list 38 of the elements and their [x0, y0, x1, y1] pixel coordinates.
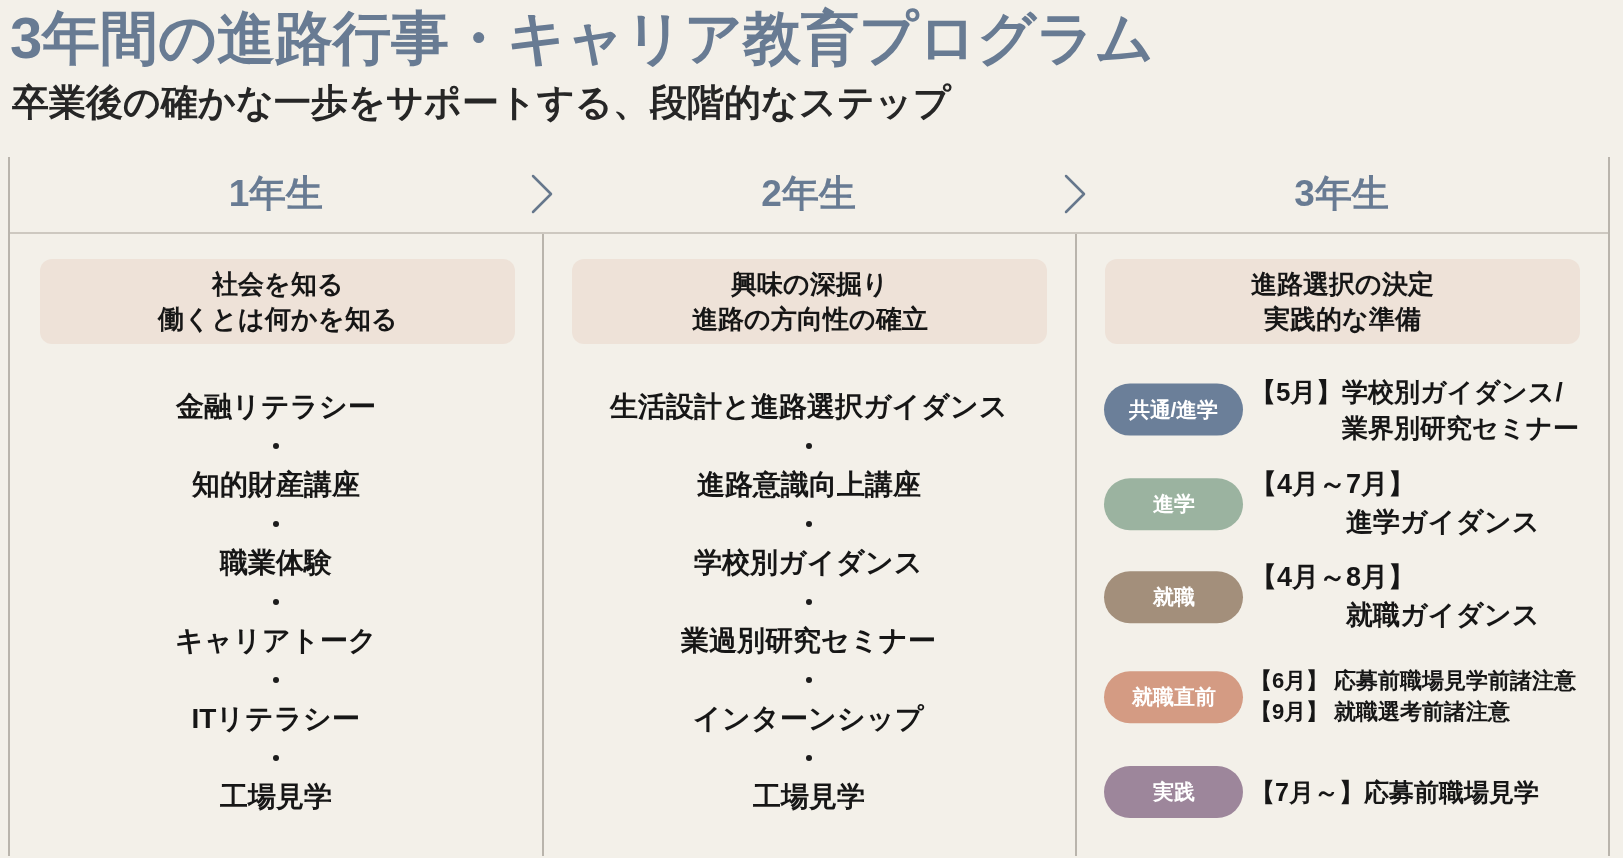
schedule-text: 【4月～8月】就職ガイダンス — [1250, 561, 1541, 632]
year-column — [8, 157, 542, 856]
year-column — [1075, 157, 1610, 856]
page-title: 3年間の進路行事・キャリア教育プログラム — [10, 6, 1155, 70]
theme-text: 働くとは何かを知る — [157, 302, 398, 336]
theme-text: 進路の方向性の確立 — [691, 302, 928, 336]
schedule-text: 【9月】 就職選考前諸注意 — [1250, 698, 1511, 726]
year-heading: 2年生 — [761, 172, 856, 216]
chevron-arrow — [531, 174, 553, 214]
theme-text: 実践的な準備 — [1264, 302, 1421, 336]
theme-text: 進路選択の決定 — [1251, 267, 1434, 301]
schedule-text: 【6月】 応募前職場見学前諸注意 — [1250, 667, 1577, 696]
program-item: 業過別研究セミナー — [681, 623, 936, 658]
year-heading: 1年生 — [228, 172, 324, 216]
program-item: 金融リテラシー — [176, 389, 376, 424]
program-item: 進路意識向上講座 — [696, 467, 921, 502]
category-tag: 就職 — [1104, 571, 1243, 623]
schedule-text: 【4月～7月】進学ガイダンス — [1250, 468, 1541, 539]
chevron-arrow — [1064, 174, 1086, 214]
program-item: 職業体験 — [220, 545, 332, 580]
category-tag: 実践 — [1104, 766, 1243, 818]
program-item: インターンシップ — [693, 701, 924, 736]
program-item: 知的財産講座 — [192, 467, 360, 502]
schedule-text: 【7月～】応募前職場見学 — [1250, 776, 1539, 808]
program-item: キャリアトーク — [175, 623, 377, 658]
category-tag: 就職直前 — [1104, 671, 1243, 723]
program-item: 工場見学 — [752, 779, 865, 814]
category-tag: 共通/進学 — [1104, 384, 1243, 436]
program-item: 工場見学 — [220, 779, 332, 814]
theme-text: 社会を知る — [211, 267, 344, 301]
category-tag: 進学 — [1104, 478, 1243, 530]
page-subtitle: 卒業後の確かな一歩をサポートする、段階的なステップ — [12, 82, 951, 124]
program-item: 学校別ガイダンス — [694, 545, 923, 580]
schedule-text: 【5月】学校別ガイダンス/業界別研究セミナー — [1250, 375, 1581, 445]
program-item: 生活設計と進路選択ガイダンス — [609, 389, 1008, 424]
year-heading: 3年生 — [1294, 172, 1389, 216]
program-item: ITリテラシー — [191, 701, 361, 736]
theme-text: 興味の深掘り — [730, 267, 889, 301]
